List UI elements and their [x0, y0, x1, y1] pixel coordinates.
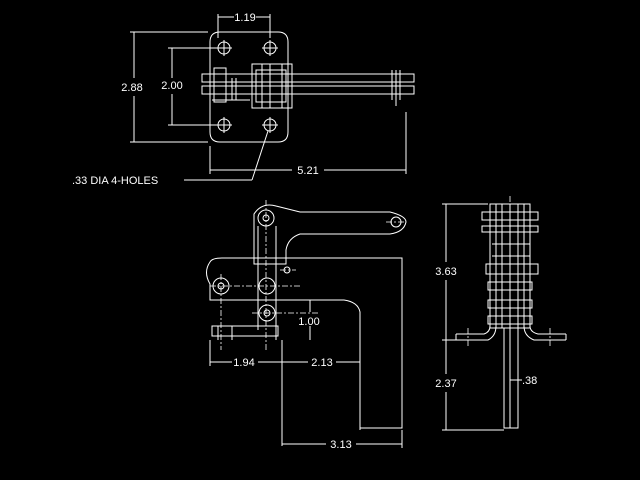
dim-label-1-19: 1.19: [234, 12, 255, 24]
front-view-centerlines: [467, 196, 551, 346]
dim-label-2-13: 2.13: [311, 357, 332, 369]
front-view: 3.63 2.37 .38: [435, 196, 567, 431]
dim-label-3-13: 3.13: [330, 439, 351, 451]
dim-0-38: .38: [510, 375, 537, 387]
dim-label-2-00: 2.00: [161, 80, 182, 92]
side-view: 1.00 1.94 2.13 3.13: [206, 200, 407, 451]
dim-label-1-00: 1.00: [298, 316, 319, 328]
side-view-body: [206, 257, 403, 429]
dim-3-13: 3.13: [282, 430, 403, 451]
dim-label-2-37: 2.37: [435, 378, 456, 390]
top-view-handle: [201, 63, 415, 109]
front-view-arm: [503, 327, 519, 429]
side-view-pivot-low: [258, 304, 276, 322]
dim-label-2-88: 2.88: [121, 82, 142, 94]
dim-1-00: 1.00: [282, 299, 320, 340]
side-view-centerlines: [210, 200, 406, 352]
hole-note-label: .33 DIA 4-HOLES: [72, 175, 158, 187]
dim-label-5-21: 5.21: [297, 165, 318, 177]
dim-3-63: 3.63: [435, 203, 488, 341]
dim-1-19: 1.19: [217, 12, 271, 38]
hole-note-leader: .33 DIA 4-HOLES: [72, 130, 269, 187]
top-view: 1.19 2.88 2.00 5.21: [72, 12, 415, 187]
dim-2-37: 2.37: [435, 340, 504, 431]
side-view-handle-arm: [253, 204, 407, 265]
top-view-hole-centerlines: [216, 40, 278, 133]
dim-label-1-94: 1.94: [233, 357, 254, 369]
dim-2-00: 2.00: [161, 47, 216, 126]
top-view-base-plate: [209, 31, 289, 143]
dim-5-21: 5.21: [209, 112, 407, 177]
dim-1-94-2-13: 1.94 2.13: [209, 340, 361, 446]
dim-label-3-63: 3.63: [435, 266, 456, 278]
front-view-base: [455, 314, 567, 341]
dim-label-0-38: .38: [522, 375, 537, 387]
dim-2-88: 2.88: [121, 31, 208, 143]
